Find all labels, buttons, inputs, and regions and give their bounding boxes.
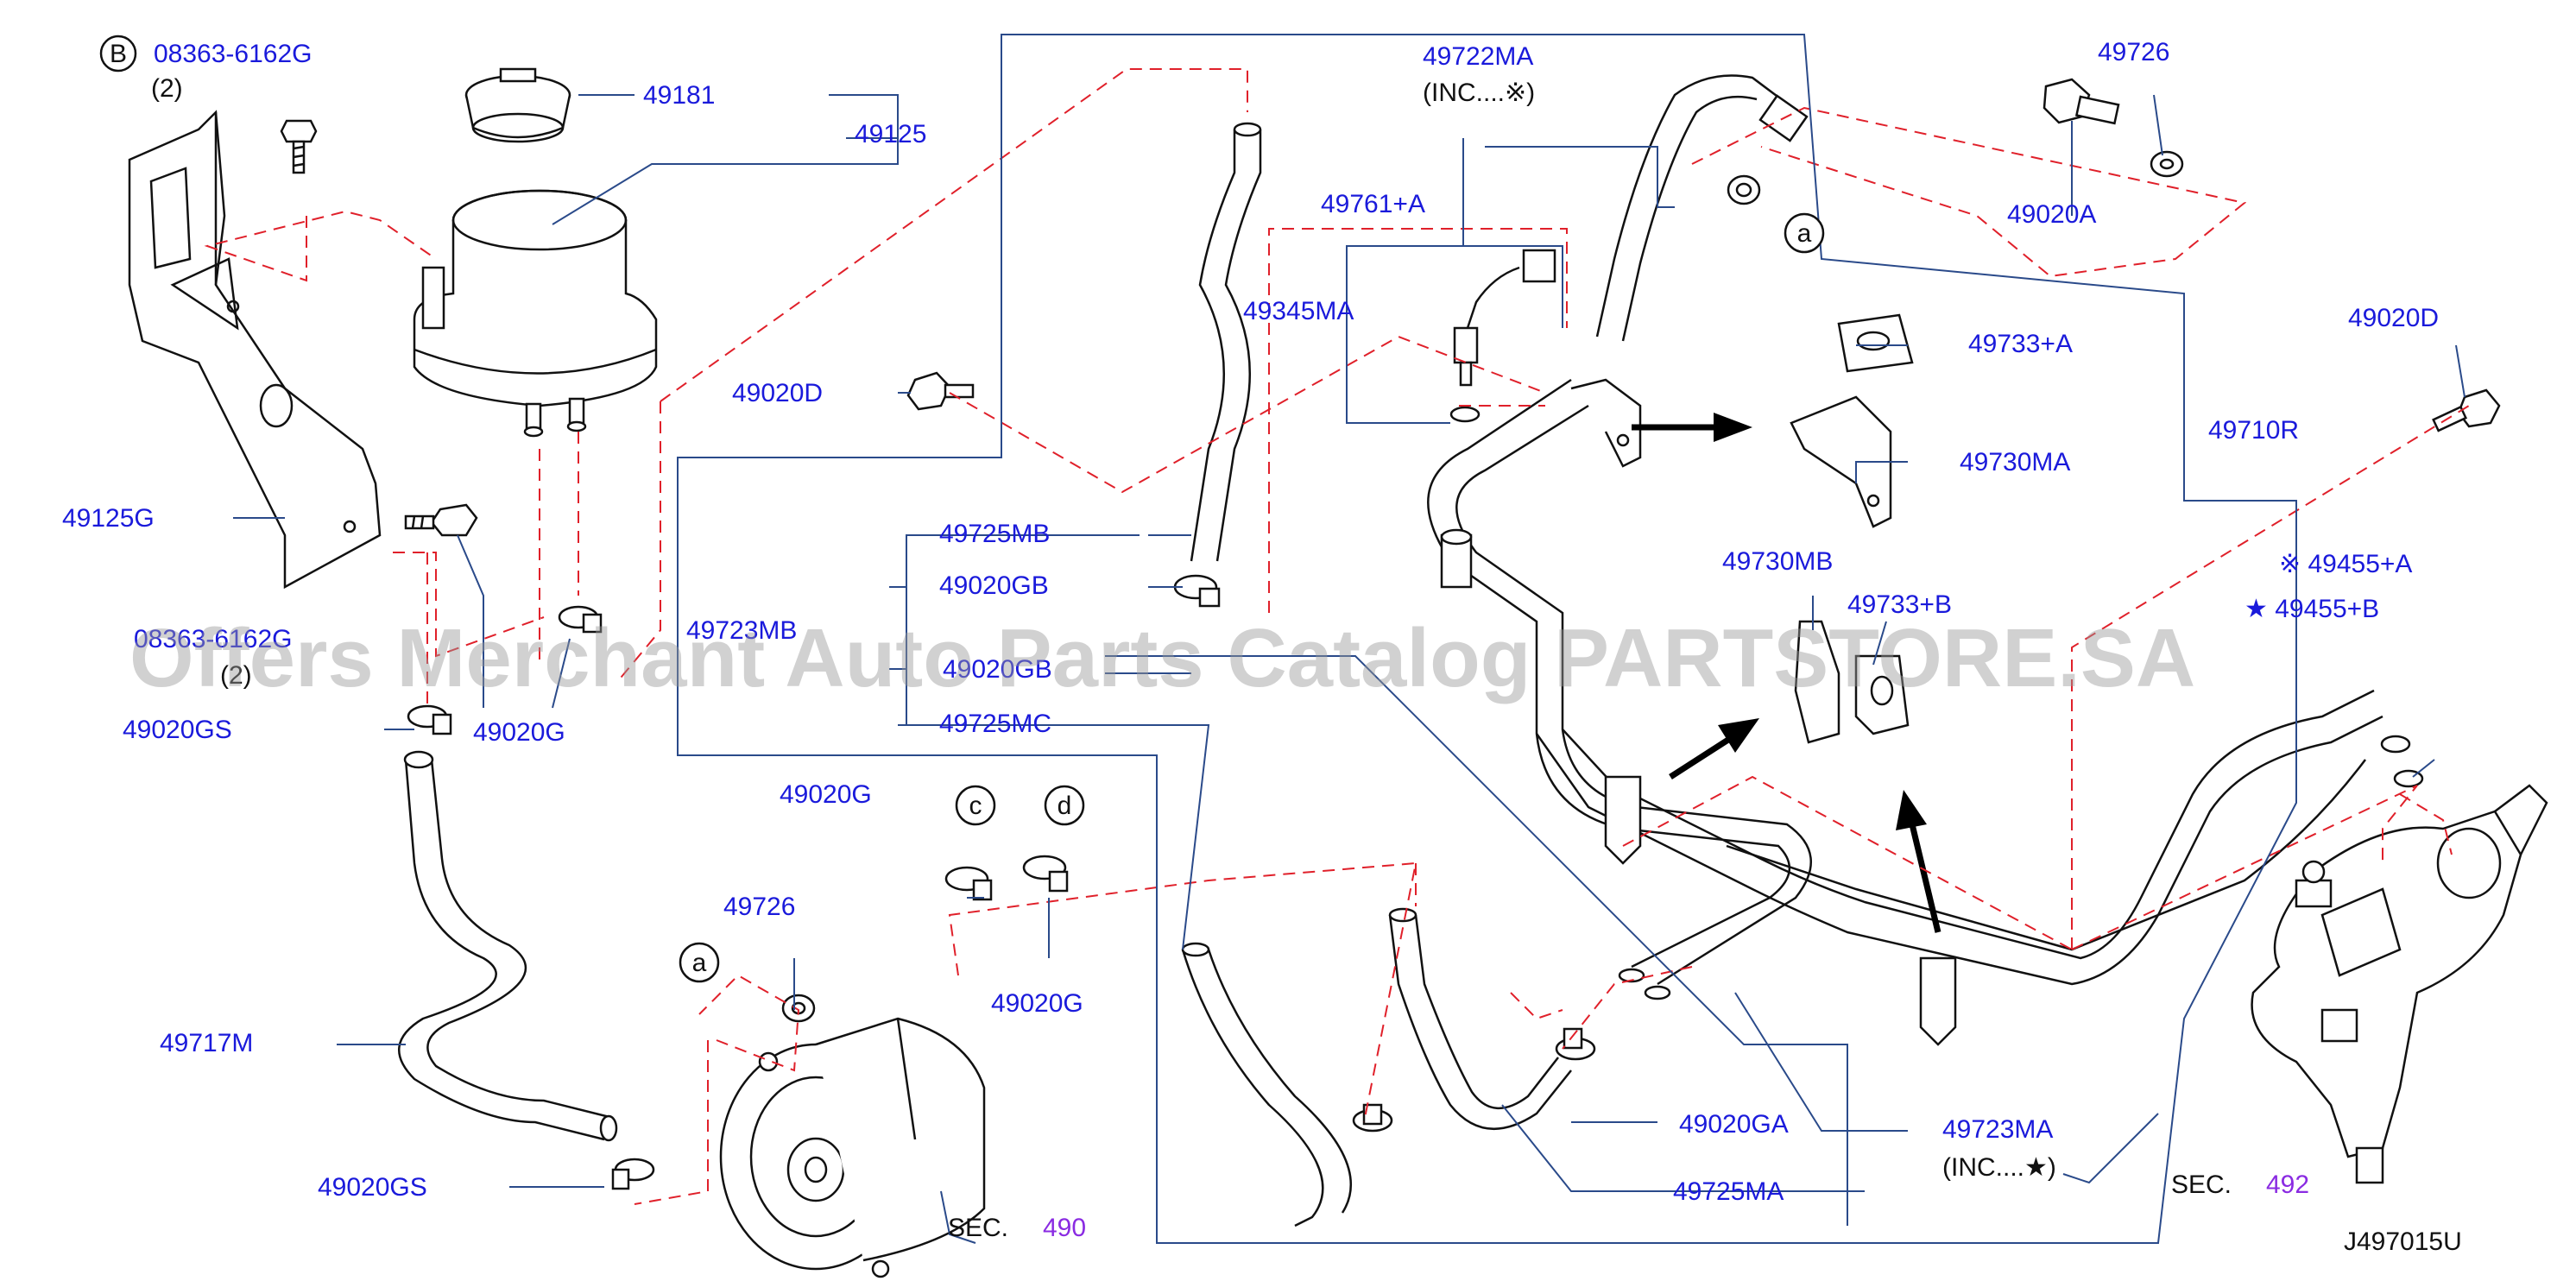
arrow-up-right <box>1896 790 1941 933</box>
label-bolt-d-right[interactable]: 49020D <box>2348 304 2439 332</box>
label-clamp-g-c[interactable]: 49020G <box>780 780 872 809</box>
label-sec-gear-prefix: SEC. <box>2171 1171 2232 1199</box>
label-hose-49725mc[interactable]: 49725MC <box>939 710 1051 738</box>
svg-text:a: a <box>692 949 707 977</box>
grommet-49733b <box>1854 654 1910 735</box>
clamp-g-d <box>1022 855 1069 893</box>
clip-49730ma <box>1790 395 1892 528</box>
label-oring-49455a[interactable]: ※ 49455+A <box>2279 550 2412 578</box>
label-oring-49345ma[interactable]: 49345MA <box>1243 297 1354 325</box>
label-hose-49725mb[interactable]: 49725MB <box>939 520 1050 548</box>
label-pipe-49723mb[interactable]: 49723MB <box>686 616 797 645</box>
clip-49730mb <box>1794 620 1840 744</box>
label-clamp-gb-upper[interactable]: 49020GB <box>939 571 1049 600</box>
label-clamp-gb-lower[interactable]: 49020GB <box>943 655 1052 684</box>
svg-text:c: c <box>969 792 982 820</box>
label-washer-49726-right[interactable]: 49726 <box>2098 38 2169 66</box>
clamp-ga <box>1555 1027 1596 1061</box>
label-hose-49725ma[interactable]: 49725MA <box>1673 1177 1784 1206</box>
label-clamp-gs-lower[interactable]: 49020GS <box>318 1173 427 1202</box>
callout-circle-a-top: a <box>1784 212 1825 254</box>
label-bracket-49125g[interactable]: 49125G <box>62 504 155 533</box>
label-clip-49730mb[interactable]: 49730MB <box>1722 547 1833 576</box>
tube-bracket-upper <box>1570 378 1642 468</box>
label-oring-49455b[interactable]: ★ 49455+B <box>2245 595 2379 623</box>
oring-49455 <box>2380 735 2424 788</box>
hose-49725mc <box>1181 942 1353 1227</box>
leader-lines <box>233 34 2466 1244</box>
label-clamp-49020ga[interactable]: 49020GA <box>1679 1110 1789 1139</box>
clamp-gb-upper <box>1173 574 1221 608</box>
tube-block-upper <box>1440 528 1473 589</box>
watermark: Offers Merchant Auto Parts Catalog PARTS… <box>129 612 2195 704</box>
clip-lower <box>1919 956 1957 1046</box>
label-bolt-49020a[interactable]: 49020A <box>2007 200 2096 229</box>
clamp-gs-upper <box>407 704 452 735</box>
callout-circle-d: d <box>1044 785 1085 826</box>
pressure-sensor-49761a <box>1453 249 1556 387</box>
label-pressure-hose-inc: (INC....※) <box>1423 79 1535 107</box>
label-sec-pump-490[interactable]: 490 <box>1043 1214 1086 1242</box>
label-tube-49710r[interactable]: 49710R <box>2208 416 2299 445</box>
washer-49726-pump <box>781 994 816 1023</box>
dashed-reference-lines <box>204 68 2470 1205</box>
label-pipe-49723ma-inc: (INC....★) <box>1942 1153 2056 1182</box>
label-clip-49730ma[interactable]: 49730MA <box>1960 448 2070 476</box>
label-sec-gear-492[interactable]: 492 <box>2266 1171 2309 1199</box>
label-grommet-49733a[interactable]: 49733+A <box>1968 330 2073 358</box>
twin-tube-assembly <box>1427 378 2383 1000</box>
svg-text:d: d <box>1058 792 1072 820</box>
steering-gearbox <box>2251 784 2548 1184</box>
label-clamp-g-d[interactable]: 49020G <box>991 989 1083 1018</box>
label-grommet-49733b[interactable]: 49733+B <box>1847 590 1952 619</box>
label-sec-pump-prefix: SEC. <box>948 1214 1008 1242</box>
bolt-mid-left <box>404 503 478 537</box>
reservoir-drawing <box>413 189 658 438</box>
callout-circle-c: c <box>955 785 996 826</box>
arrow-up-left <box>1669 718 1759 779</box>
clamp-g-c <box>944 866 993 901</box>
washer-49726-right <box>2150 150 2184 178</box>
svg-text:a: a <box>1797 219 1812 248</box>
clamp-gs-lower <box>611 1158 655 1190</box>
hose-49725mb <box>1190 122 1262 562</box>
oring-49345ma <box>1449 406 1481 423</box>
bolt-top-left <box>280 119 318 174</box>
label-bolt-d-left[interactable]: 49020D <box>732 379 823 407</box>
callout-circle-b-top: B <box>99 35 137 73</box>
label-suction-hose-49717m[interactable]: 49717M <box>160 1029 253 1057</box>
grommet-49733a <box>1837 313 1914 373</box>
hose-49725ma <box>1388 907 1572 1130</box>
clamp-mc-lower <box>1352 1103 1393 1133</box>
label-pressure-hose-49722ma[interactable]: 49722MA <box>1423 42 1533 71</box>
label-cap-49181[interactable]: 49181 <box>643 81 715 110</box>
bolt-d-left <box>906 371 975 411</box>
callout-circle-a-pump: a <box>679 942 720 983</box>
label-pipe-49723ma[interactable]: 49723MA <box>1942 1115 2053 1144</box>
clip-mid <box>1604 775 1642 865</box>
label-b-bolt-mid-qty: (2) <box>220 661 252 690</box>
label-clamp-gs-upper[interactable]: 49020GS <box>123 716 232 744</box>
label-b-bolt-top[interactable]: 08363-6162G <box>154 40 313 68</box>
bolt-49020a <box>2042 78 2120 125</box>
label-sensor-49761a[interactable]: 49761+A <box>1321 190 1425 218</box>
suction-hose-49717m <box>397 750 618 1142</box>
label-clamp-g-left[interactable]: 49020G <box>473 718 565 747</box>
arrow-right-upper <box>1632 413 1752 442</box>
label-reservoir-49125[interactable]: 49125 <box>855 120 926 148</box>
svg-text:B: B <box>110 40 127 68</box>
clamp-g-left <box>558 605 603 634</box>
diagram-id: J497015U <box>2344 1227 2462 1256</box>
pressure-hose-49722ma <box>1595 74 1809 342</box>
label-b-bolt-top-qty: (2) <box>151 74 183 103</box>
bolt-d-right <box>2432 388 2501 432</box>
reservoir-cap-drawing <box>464 67 571 143</box>
label-b-bolt-mid[interactable]: 08363-6162G <box>134 625 293 653</box>
reservoir-bracket-drawing <box>128 110 382 590</box>
label-washer-49726-pump[interactable]: 49726 <box>723 893 795 921</box>
